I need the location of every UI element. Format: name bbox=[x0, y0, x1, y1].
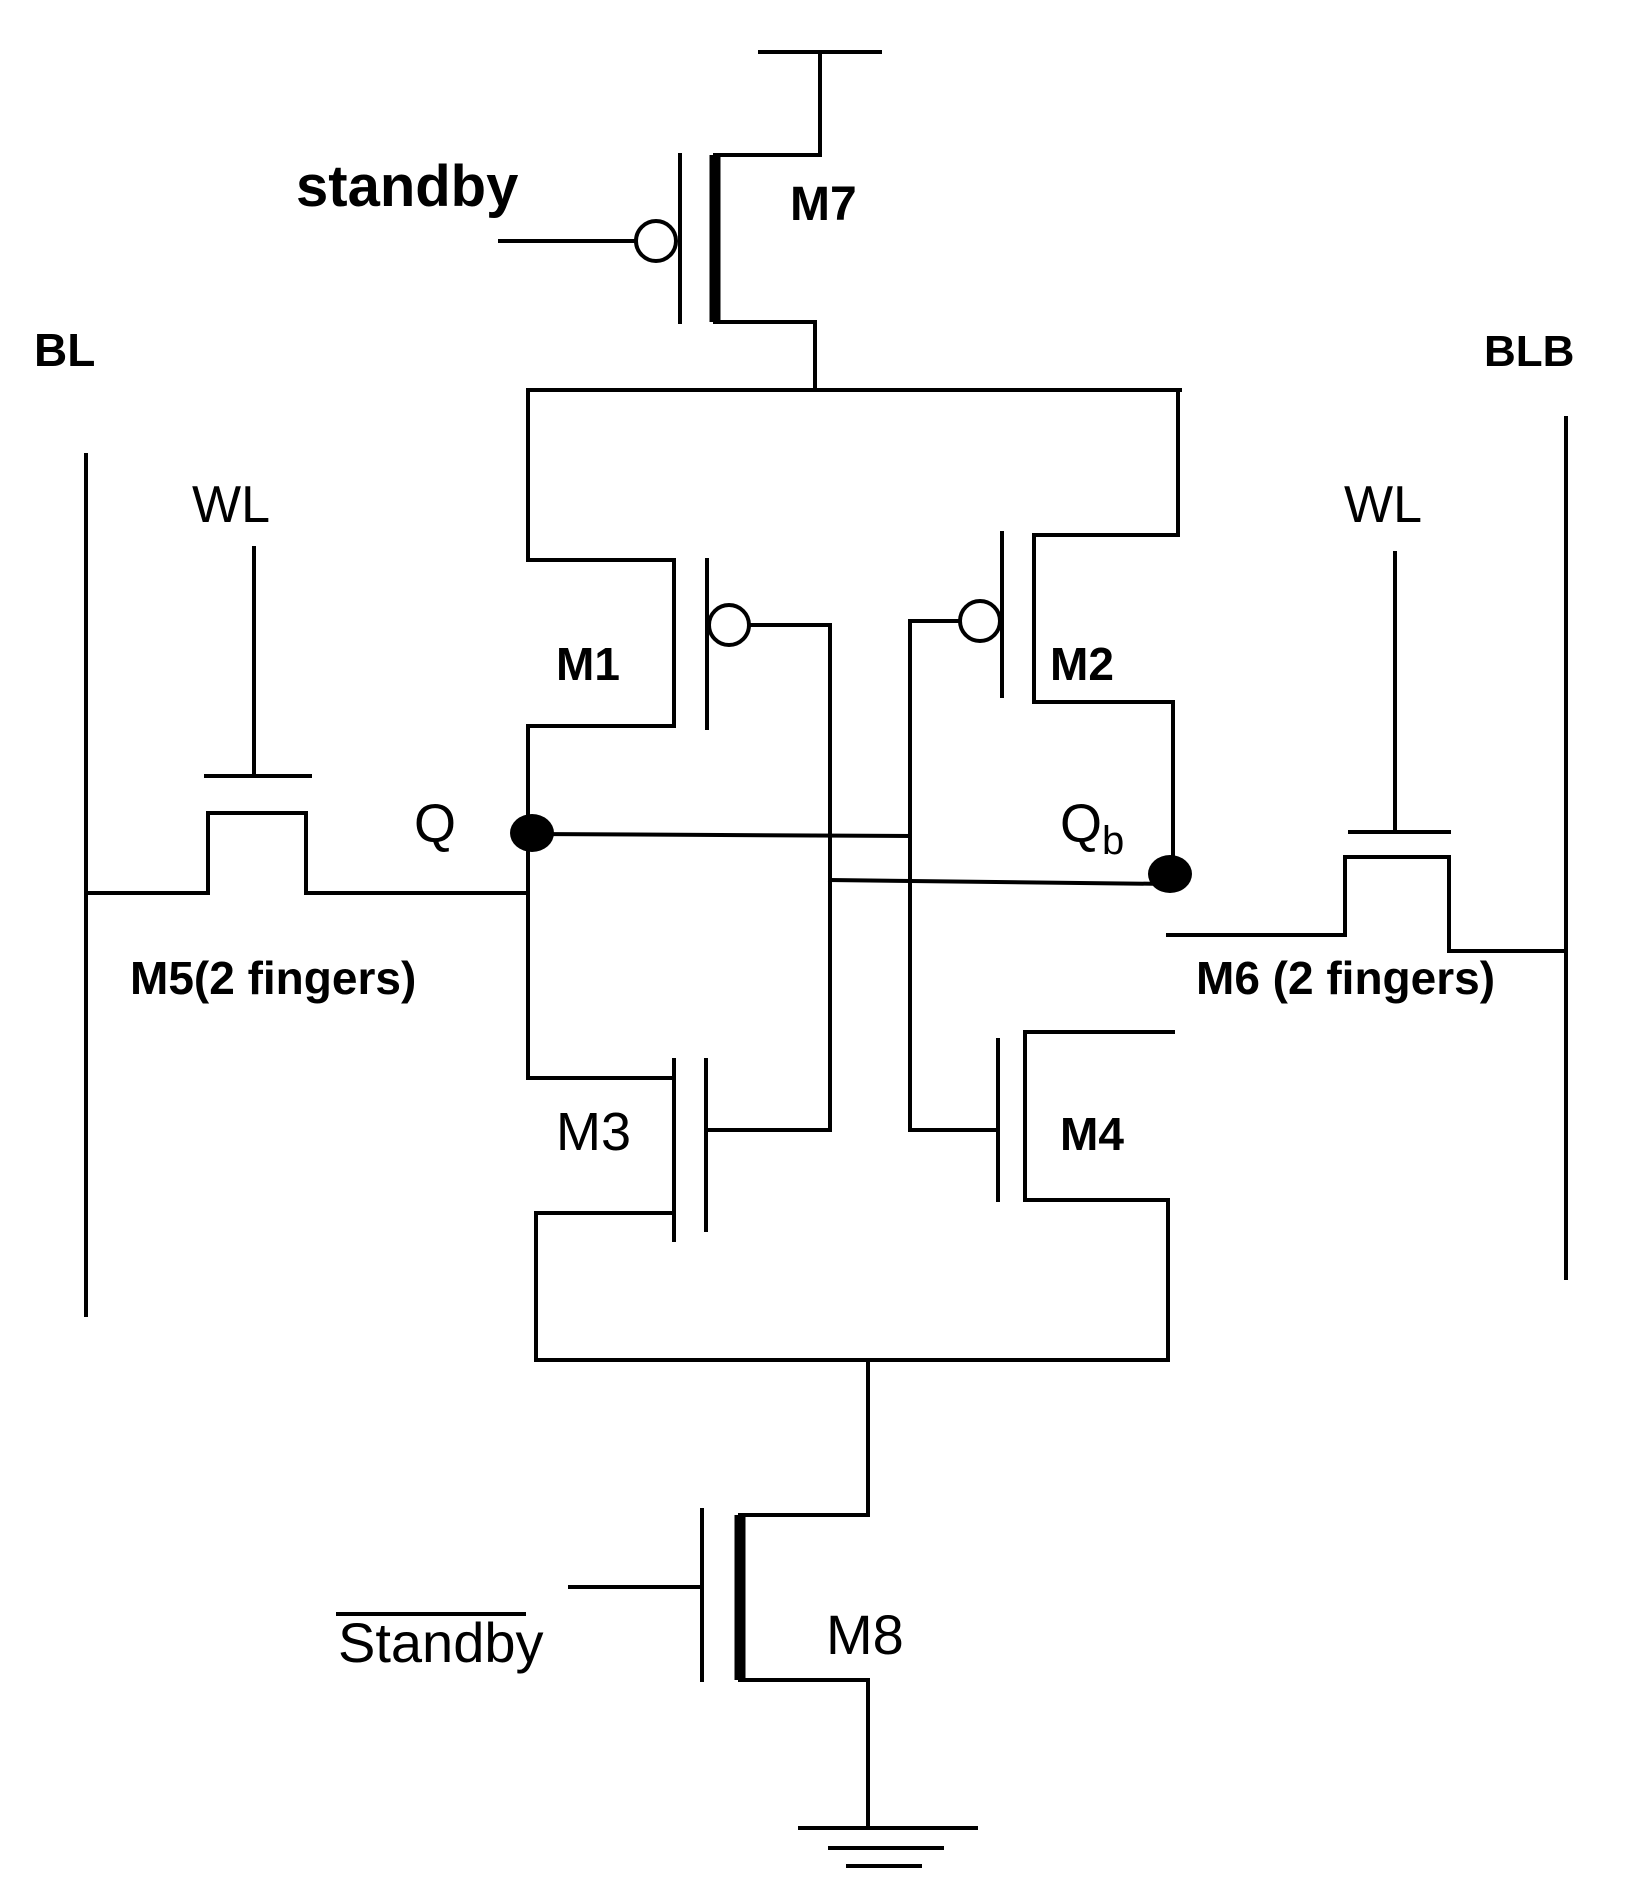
q-label: Q bbox=[414, 794, 456, 854]
q-node-dot bbox=[510, 814, 554, 852]
m1-pullup-pmos bbox=[526, 558, 832, 1132]
m2-pullup-pmos bbox=[908, 531, 1180, 1132]
standby-label: standby bbox=[296, 154, 518, 219]
m5-access-nmos bbox=[84, 546, 530, 895]
wl-right-label: WL bbox=[1344, 476, 1422, 534]
m4-label: M4 bbox=[1060, 1108, 1124, 1160]
qb-label-subscript: b bbox=[1102, 819, 1124, 863]
blb-label: BLB bbox=[1484, 327, 1574, 376]
m2-label: M2 bbox=[1050, 638, 1114, 690]
virtual-ground-rail bbox=[534, 1358, 1170, 1517]
m5-label: M5(2 fingers) bbox=[130, 952, 416, 1004]
m3-pulldown-nmos bbox=[526, 1058, 832, 1362]
m6-access-nmos bbox=[1166, 551, 1568, 953]
m3-label: M3 bbox=[556, 1102, 631, 1162]
m7-label: M7 bbox=[790, 178, 857, 231]
ground-symbol bbox=[798, 1826, 978, 1868]
m8-label: M8 bbox=[826, 1603, 904, 1666]
m1-label: M1 bbox=[556, 638, 620, 690]
q-cross-wire bbox=[529, 831, 913, 839]
qb-node-dot bbox=[1148, 855, 1192, 893]
bl-label: BL bbox=[34, 324, 95, 376]
standby-bar-label: Standby bbox=[338, 1611, 544, 1674]
m4-pulldown-nmos bbox=[908, 1030, 1175, 1362]
wl-left-label: WL bbox=[192, 476, 270, 534]
m8-footer-nmos bbox=[568, 1508, 870, 1830]
m6-label: M6 (2 fingers) bbox=[1196, 952, 1495, 1004]
m7-header-pmos bbox=[498, 50, 822, 392]
qb-label-main: Q bbox=[1060, 794, 1102, 854]
qb-label: Qb bbox=[1060, 794, 1124, 863]
qb-cross-wire bbox=[827, 877, 1173, 887]
virtual-vdd-rail bbox=[526, 388, 1182, 562]
